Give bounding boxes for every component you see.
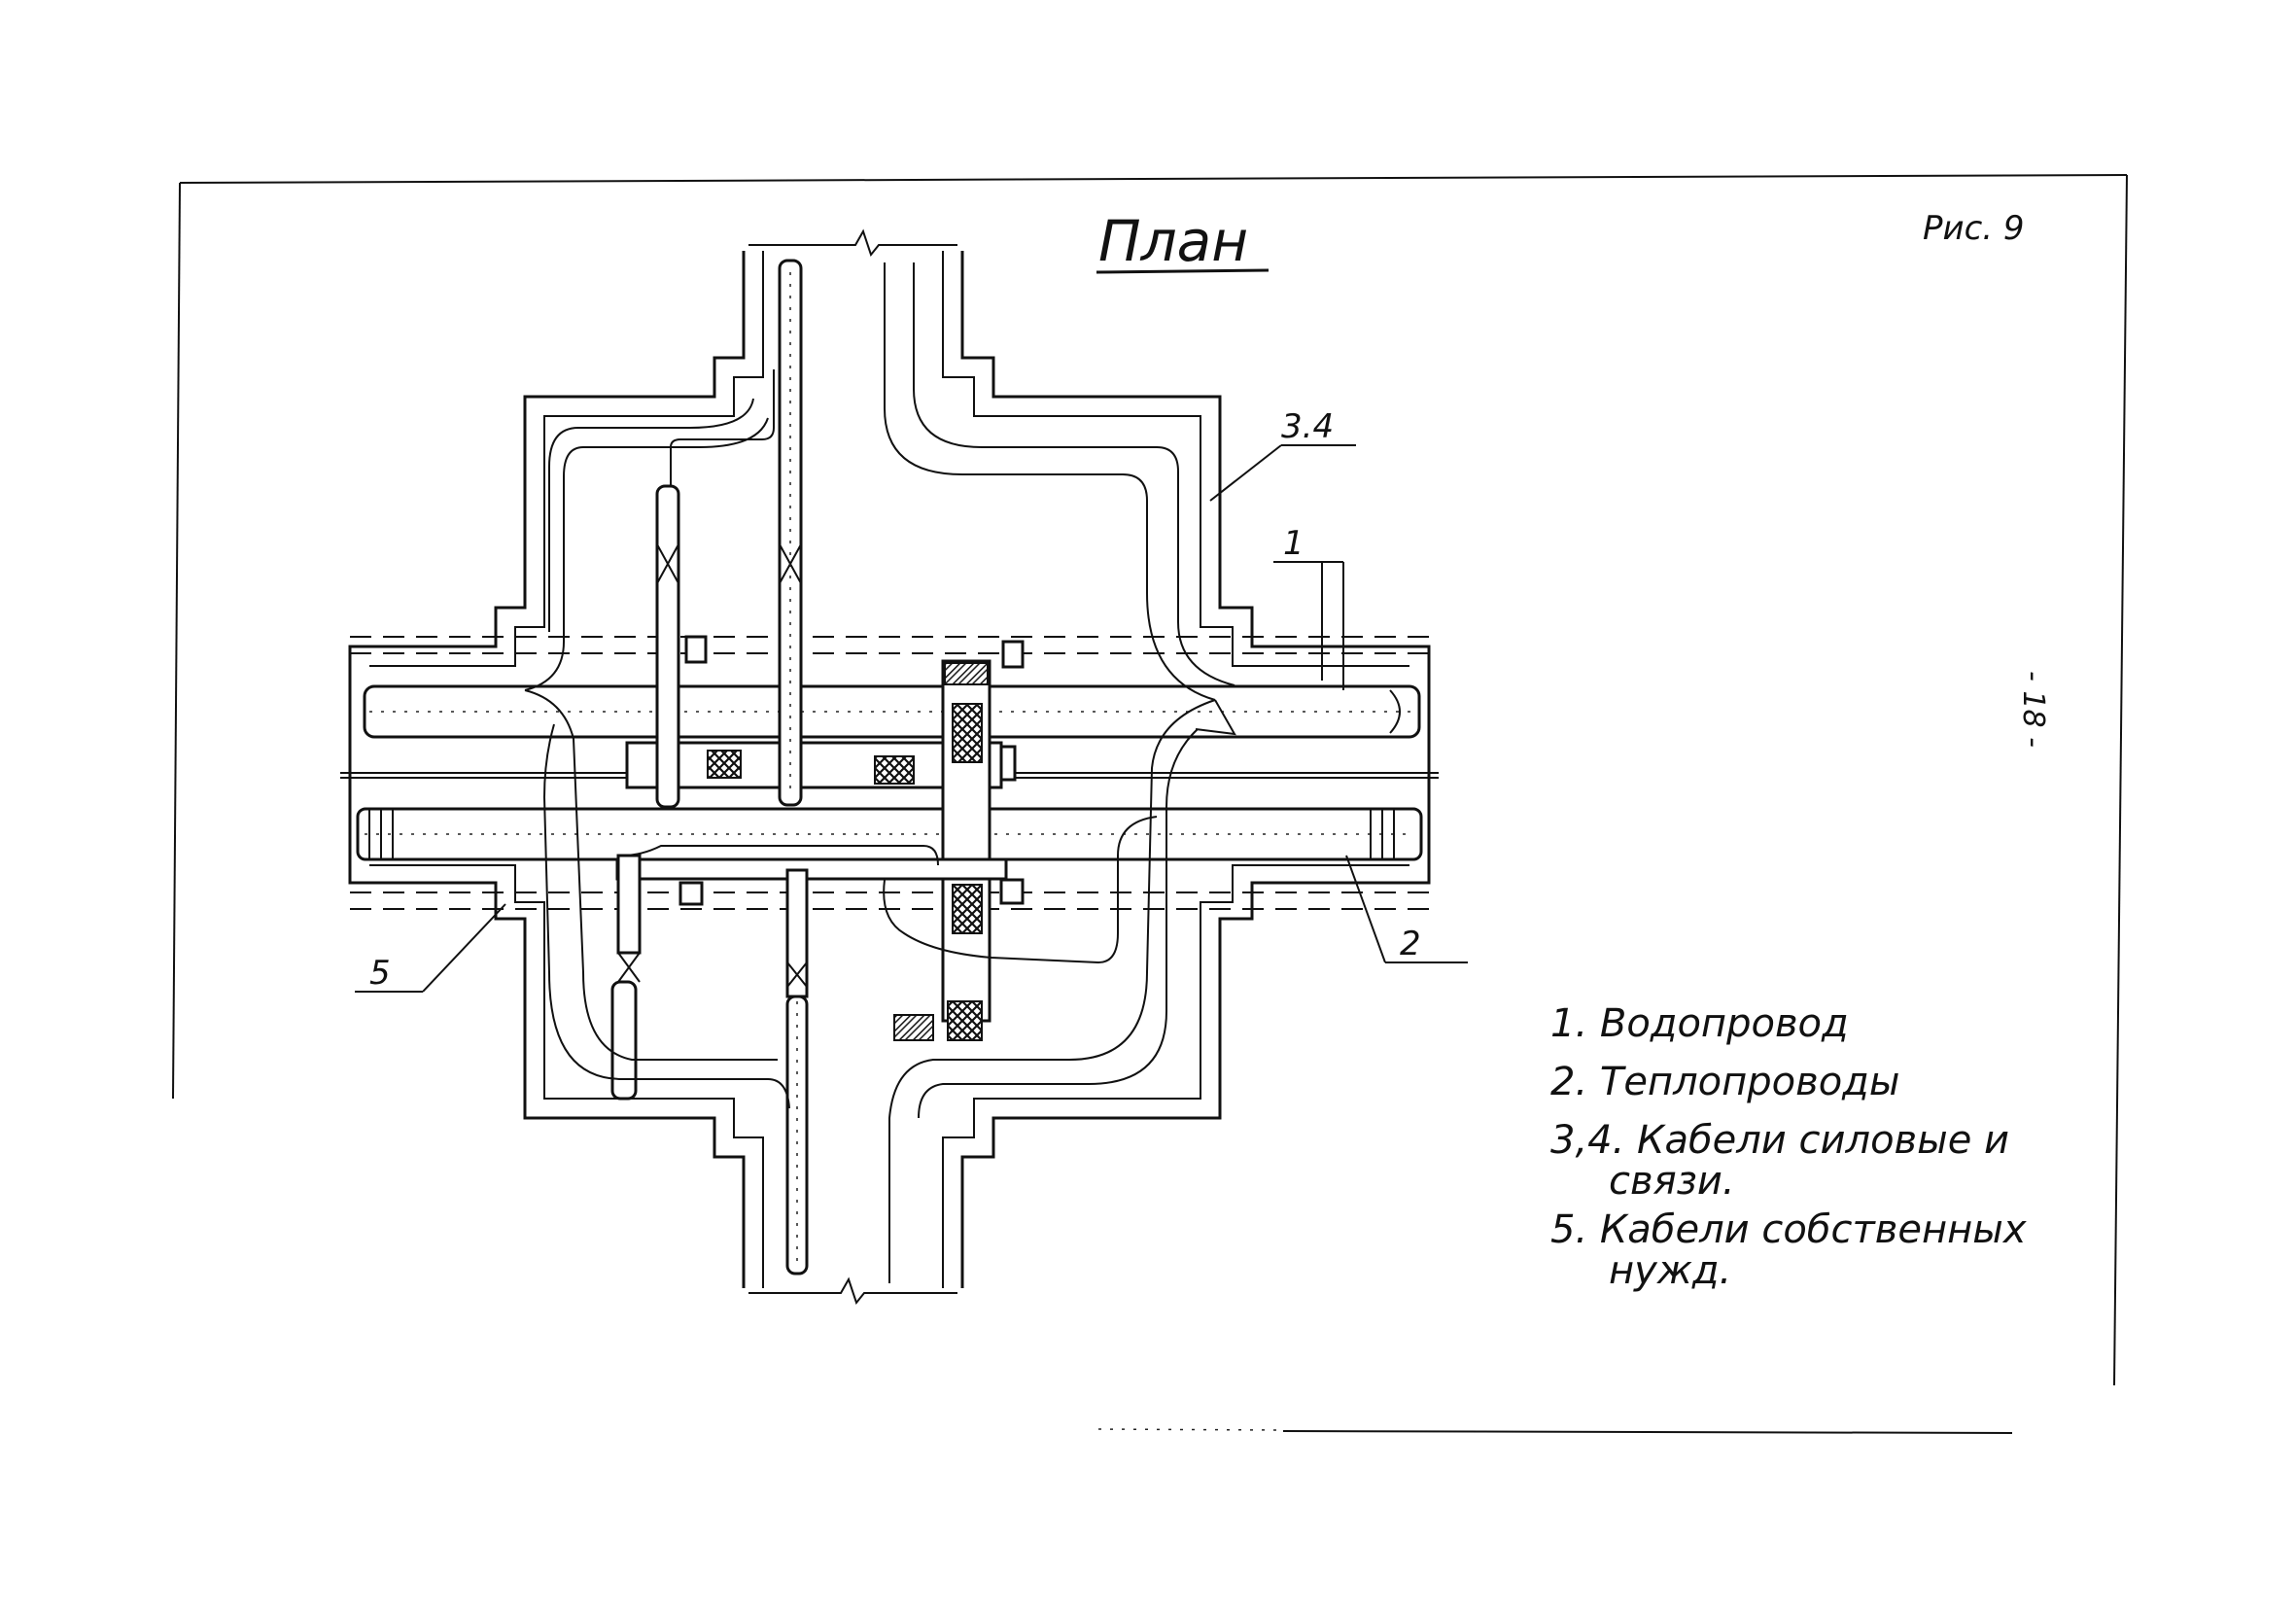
legend-item-water-supply: 1. Водопровод	[1550, 1001, 1849, 1046]
legend-item-heat-pipes: 2. Теплопроводы	[1550, 1060, 1899, 1104]
main-duct	[340, 636, 1439, 910]
callout-1: 1	[1283, 524, 1305, 563]
plan-title: План	[1096, 208, 1270, 274]
sheet-frame	[172, 174, 2128, 1434]
page-number: - 18 -	[2016, 671, 2050, 748]
callout-2: 2	[1400, 925, 1421, 963]
legend-item-power-cables-cont: связи.	[1609, 1159, 1735, 1204]
callout-5: 5	[369, 954, 391, 993]
svg-text:План: План	[1098, 208, 1248, 274]
vertical-cables	[610, 259, 809, 1276]
figure-label: Рис. 9	[1923, 209, 2025, 248]
callout-3-4: 3.4	[1281, 407, 1334, 446]
legend-item-power-cables: 3,4. Кабели силовые и	[1550, 1118, 2009, 1163]
legend-item-aux-cables: 5. Кабели собственных	[1550, 1207, 2027, 1252]
cable-runs	[524, 262, 1236, 1283]
legend: 1. Водопровод 2. Теплопроводы 3,4. Кабел…	[1550, 1001, 2027, 1293]
water-pipe	[363, 684, 1421, 739]
legend-item-aux-cables-cont: нужд.	[1609, 1248, 1731, 1293]
callout-leaders	[355, 444, 1468, 993]
heat-pipes	[356, 807, 1423, 861]
